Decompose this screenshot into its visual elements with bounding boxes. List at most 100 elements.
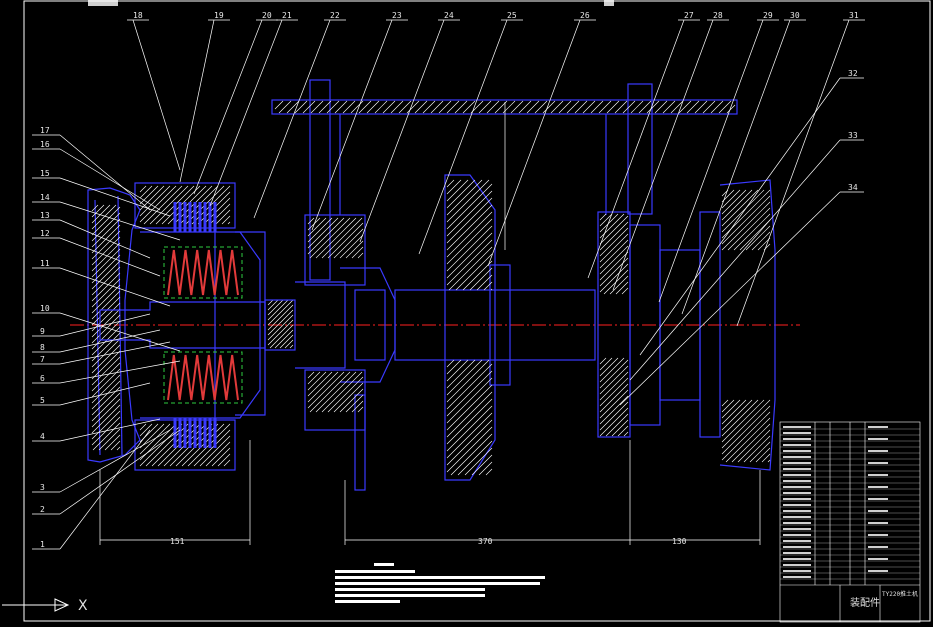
tb-cell-text <box>783 426 811 428</box>
leader-line <box>59 313 151 337</box>
hatch-line <box>267 314 294 341</box>
hatch-line <box>274 329 294 349</box>
hatch-line <box>351 400 364 413</box>
ucs-x-label: X <box>78 598 88 614</box>
hatch-line <box>490 288 493 291</box>
leader-line <box>736 19 850 327</box>
hatch-line <box>574 100 588 114</box>
hatch-line <box>91 204 105 218</box>
hatch-line <box>446 426 493 473</box>
leader-line <box>59 237 161 277</box>
hatch-line <box>139 423 165 449</box>
title-block-title: 装配件 <box>850 596 880 609</box>
leader-line <box>59 219 151 259</box>
callout-number: 17 <box>40 126 50 135</box>
leader-line <box>658 19 764 303</box>
leader-line <box>59 341 171 365</box>
hatch-line <box>605 413 629 437</box>
hatch-line <box>321 217 363 259</box>
callout-number: 3 <box>40 483 45 492</box>
flywheel-housing <box>87 182 266 471</box>
hatch-line <box>339 234 364 259</box>
hatch-line <box>382 100 396 114</box>
hatch-line <box>721 405 771 455</box>
leader-line <box>59 418 161 442</box>
callout-number: 14 <box>40 193 50 202</box>
hatch-line <box>193 429 231 467</box>
hatch-brake-drum <box>446 179 493 476</box>
hatch-line <box>151 423 195 467</box>
hatch-line <box>267 299 284 316</box>
tb-cell-text <box>783 492 811 494</box>
tb-cell-text <box>783 450 811 452</box>
callout-number: 10 <box>40 304 50 313</box>
hatch-line <box>710 100 724 114</box>
hatch-line <box>542 100 556 114</box>
tab-marker[interactable] <box>604 0 614 6</box>
hatch-line <box>289 344 294 349</box>
callout-number: 16 <box>40 140 50 149</box>
hatch-line <box>721 195 771 245</box>
hatch-line <box>718 100 732 114</box>
hatch-line <box>739 219 771 251</box>
hatch-line <box>599 213 625 239</box>
leader-line <box>59 360 181 384</box>
hatch-line <box>446 398 493 445</box>
hatch-line <box>731 423 771 463</box>
hatch-line <box>342 100 356 114</box>
hatch-line <box>91 368 121 398</box>
hatch-line <box>91 204 111 224</box>
hatch-line <box>91 218 121 248</box>
hatch-line <box>446 225 493 272</box>
callout-number: 13 <box>40 211 50 220</box>
hatch-line <box>446 405 493 452</box>
callout-number: 4 <box>40 432 45 441</box>
tb-cell-text <box>868 546 888 548</box>
hatch-line <box>721 399 753 431</box>
tb-cell-text <box>868 426 888 428</box>
hatch-line <box>91 272 121 302</box>
hatch-line <box>727 207 771 251</box>
hatch-line <box>215 209 231 225</box>
tb-cell-text <box>783 534 811 536</box>
hatch-line <box>318 100 332 114</box>
hatch-line <box>678 100 692 114</box>
hatch-line <box>116 446 121 451</box>
tb-cell-text <box>783 498 811 500</box>
hatch-line <box>446 377 493 424</box>
leader-line <box>639 77 841 356</box>
hatch-line <box>91 266 121 296</box>
leader-line <box>59 134 151 211</box>
callout-number: 15 <box>40 169 50 178</box>
tb-cell-text <box>868 534 888 536</box>
hatch-line <box>145 423 189 467</box>
tab-marker[interactable] <box>88 0 118 6</box>
hatch-line <box>91 374 121 404</box>
tb-cell-text <box>783 474 811 476</box>
hatch-line <box>104 434 121 451</box>
hatch-line <box>462 100 476 114</box>
callout-number: 33 <box>848 131 858 140</box>
hatch-line <box>457 440 493 476</box>
leader-line <box>59 329 161 353</box>
hatch-line <box>91 404 121 434</box>
hatch-line <box>309 371 351 413</box>
clutch-spring-lower <box>163 351 243 404</box>
tb-cell-text <box>868 558 888 560</box>
spring-coil <box>167 354 239 401</box>
hatch-line <box>749 441 771 463</box>
hatch-line <box>267 299 289 321</box>
hatch-line <box>599 383 629 413</box>
hatch-line <box>357 406 364 413</box>
hatch-line <box>91 344 121 374</box>
hatch-line <box>91 206 121 236</box>
callout-number: 5 <box>40 396 45 405</box>
hatch-line <box>733 213 771 251</box>
hatch-line <box>446 412 493 459</box>
hatch-line <box>761 453 771 463</box>
hatch-line <box>307 217 345 255</box>
tb-cell-text <box>868 450 888 452</box>
hatch-line <box>315 371 357 413</box>
